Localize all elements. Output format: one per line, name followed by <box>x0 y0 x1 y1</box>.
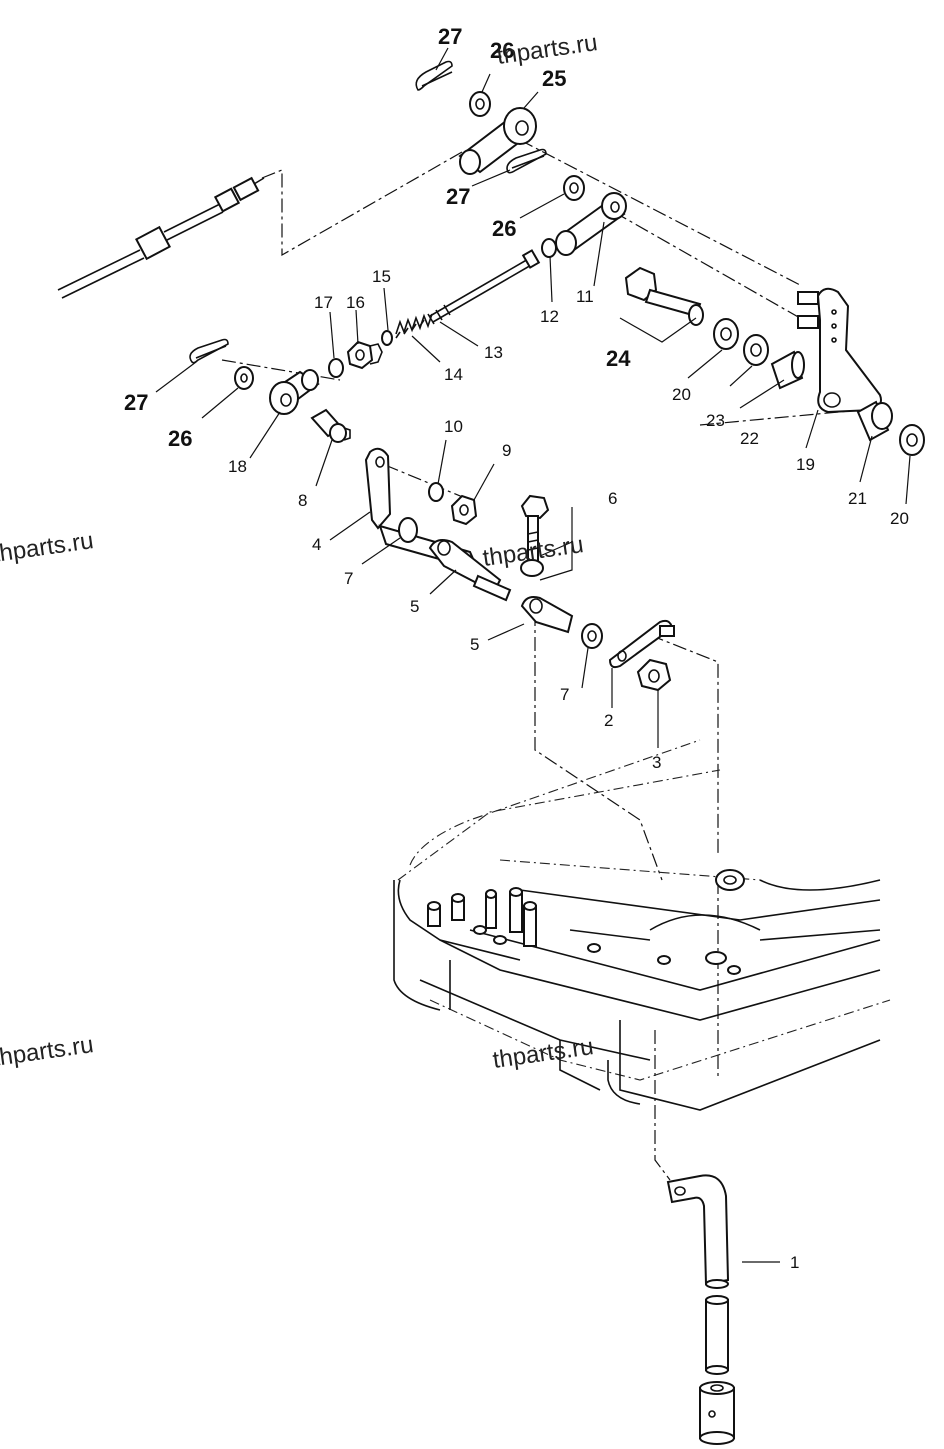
callout-9: 9 <box>502 441 511 460</box>
watermark-left-lower: thparts.ru <box>0 1031 95 1072</box>
lever-5-upper <box>428 539 512 602</box>
callout-23: 23 <box>706 411 725 430</box>
nut-9 <box>450 494 478 526</box>
callout-2: 2 <box>604 711 613 730</box>
pin-8 <box>310 408 351 443</box>
rod-end-25 <box>458 107 537 175</box>
callout-5-lower: 5 <box>470 635 479 654</box>
link-rod-end-11 <box>555 192 627 256</box>
washer-26-left <box>234 366 254 390</box>
washer-12 <box>541 238 557 258</box>
callout-5-upper: 5 <box>410 597 419 616</box>
callout-25: 25 <box>542 66 566 91</box>
washer-26-middle <box>563 175 585 201</box>
bolt-24 <box>624 266 702 318</box>
callout-27-middle: 27 <box>446 184 470 209</box>
callout-17: 17 <box>314 293 333 312</box>
callout-21: 21 <box>848 489 867 508</box>
callout-7-upper: 7 <box>344 569 353 588</box>
cotter-pin-27-middle <box>506 148 547 174</box>
callout-24: 24 <box>606 346 631 371</box>
control-cable <box>57 176 265 299</box>
joint-18 <box>269 369 320 415</box>
callout-20-left: 20 <box>672 385 691 404</box>
washer-23 <box>743 334 769 366</box>
washer-17 <box>328 358 344 378</box>
callout-26-left: 26 <box>168 426 192 451</box>
callout-15: 15 <box>372 267 391 286</box>
cotter-pin-27-left <box>189 338 229 364</box>
callout-26-middle: 26 <box>492 216 516 241</box>
nut-3 <box>636 658 672 692</box>
washer-10 <box>428 482 444 502</box>
callout-20-right: 20 <box>890 509 909 528</box>
leader-lines <box>155 47 911 1263</box>
nut-16 <box>346 340 383 370</box>
spring-14 <box>395 313 433 339</box>
washer-6 <box>520 559 544 577</box>
callout-14: 14 <box>444 365 463 384</box>
callout-10: 10 <box>444 417 463 436</box>
callout-26-top: 26 <box>490 38 514 63</box>
collar-21 <box>856 400 893 442</box>
watermark-lower-center: thparts.ru <box>491 1033 595 1074</box>
washer-20-left <box>713 318 739 350</box>
washer-26-top <box>469 91 491 117</box>
callout-7-lower: 7 <box>560 685 569 704</box>
washer-7-lower <box>581 623 603 649</box>
watermark-left-upper: thparts.ru <box>0 527 95 568</box>
bushing-22 <box>770 350 805 390</box>
lever-arm-19 <box>797 287 882 414</box>
callout-3: 3 <box>652 753 661 772</box>
link-plate-2 <box>608 619 675 669</box>
threaded-rod-13 <box>427 249 541 325</box>
watermark-top: thparts.ru <box>495 29 599 70</box>
callout-1: 1 <box>790 1253 799 1272</box>
callout-27-top: 27 <box>438 24 462 49</box>
callout-27-left: 27 <box>124 390 148 415</box>
washer-20-right <box>899 424 925 456</box>
shift-rod-1 <box>666 1174 735 1445</box>
callout-18: 18 <box>228 457 247 476</box>
callout-12: 12 <box>540 307 559 326</box>
bracket-lever-4 <box>364 447 392 530</box>
callout-labels: 1 2 3 4 5 5 6 7 7 8 9 10 11 12 13 14 15 … <box>124 24 909 1272</box>
washer-15 <box>381 330 393 346</box>
callout-6: 6 <box>608 489 617 508</box>
callout-4: 4 <box>312 535 321 554</box>
callout-13: 13 <box>484 343 503 362</box>
callout-8: 8 <box>298 491 307 510</box>
lever-5-lower <box>520 596 574 634</box>
callout-16: 16 <box>346 293 365 312</box>
engine-cowling <box>393 739 891 1111</box>
callout-19: 19 <box>796 455 815 474</box>
callout-22: 22 <box>740 429 759 448</box>
callout-11: 11 <box>576 287 594 306</box>
cotter-pin-27-top <box>415 60 453 91</box>
